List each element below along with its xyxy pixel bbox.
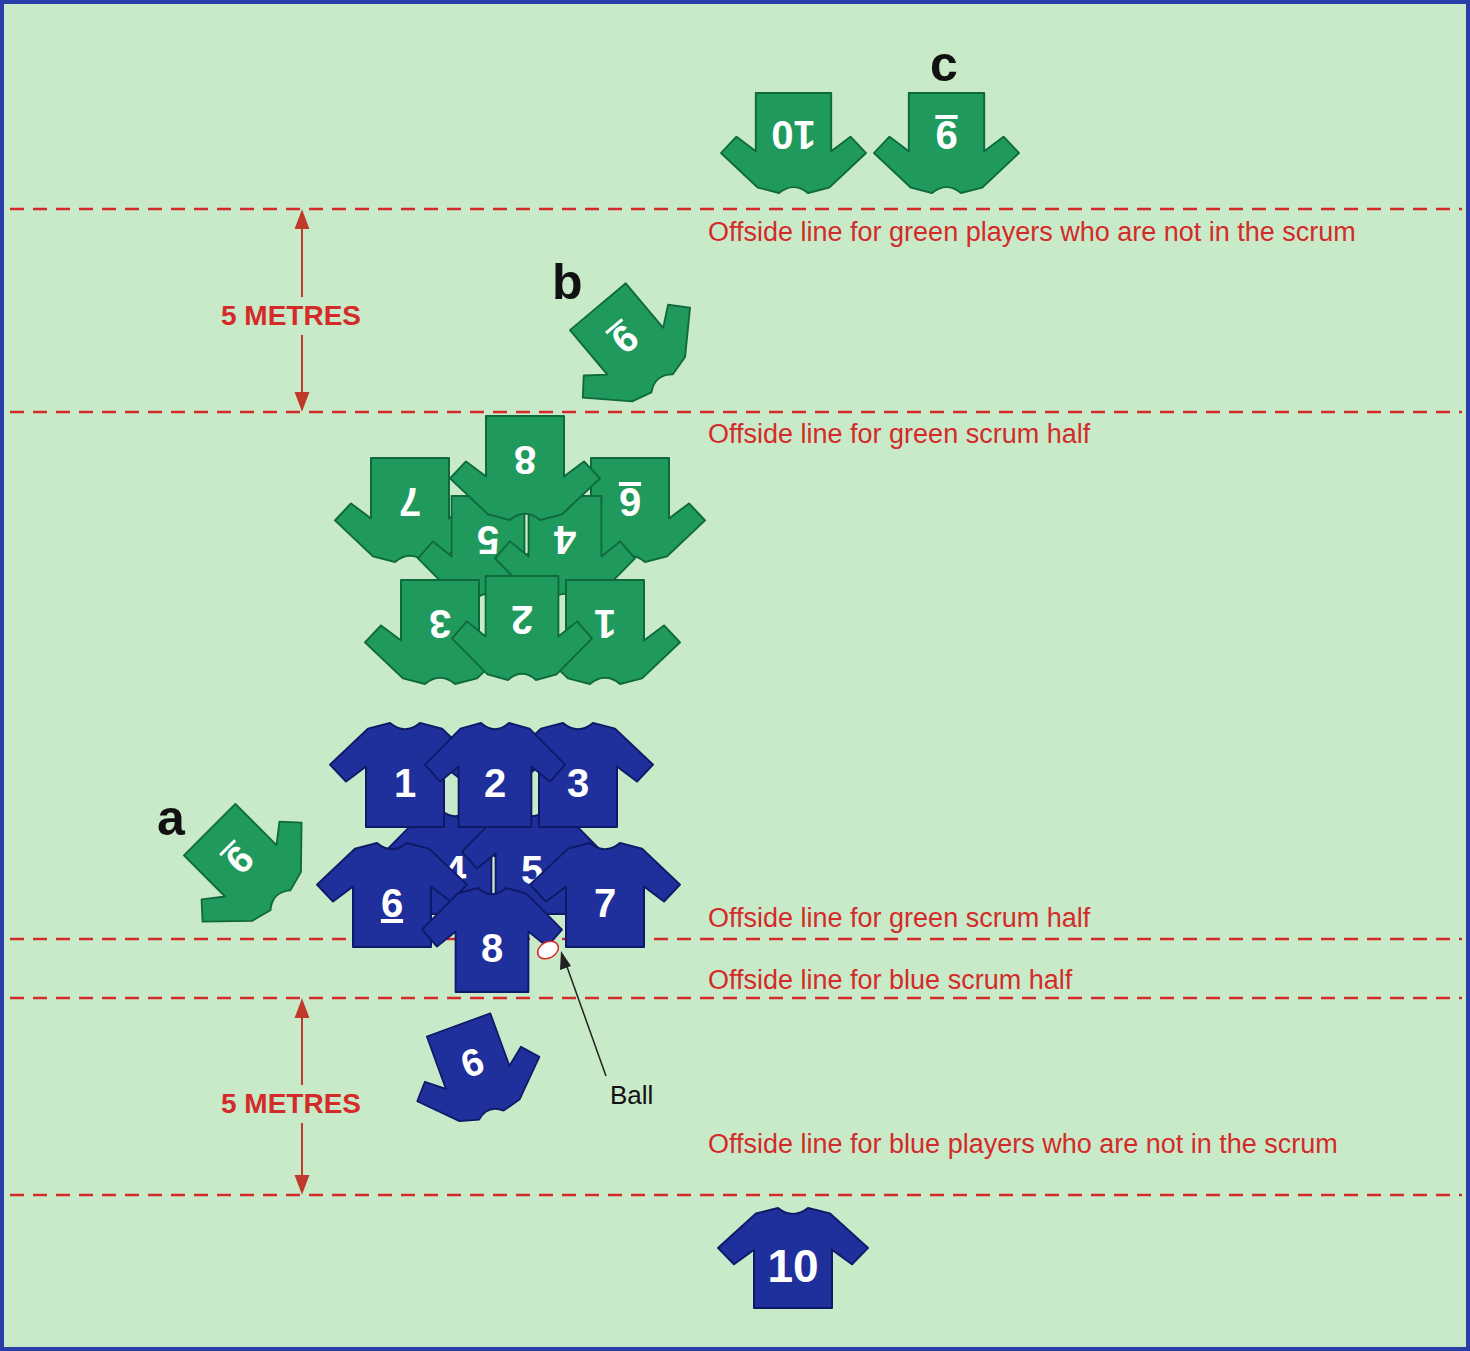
arrow-head xyxy=(296,1001,308,1017)
offside-label: Offside line for green scrum half xyxy=(708,902,1090,934)
offside-label: Ball xyxy=(610,1080,653,1111)
ball xyxy=(534,938,561,963)
shirt-number: 3 xyxy=(429,604,451,660)
shirt-outline xyxy=(721,93,866,193)
shirt-outline xyxy=(530,580,680,684)
shirt-outline xyxy=(874,93,1019,193)
dimension-label: 5 METRES xyxy=(218,1085,364,1123)
shirt-outline xyxy=(160,780,330,950)
shirt-number: 7 xyxy=(399,482,421,538)
player-shirt: 8 xyxy=(422,888,562,992)
shirt-outline xyxy=(503,723,653,827)
shirt-number: 8 xyxy=(514,440,536,496)
player-shirt: 10 xyxy=(721,93,866,193)
shirt-outline xyxy=(398,1003,553,1138)
shirt-outline xyxy=(718,1208,868,1308)
offside-label: Offside line for green scrum half xyxy=(708,418,1090,450)
shirt-number: 1 xyxy=(594,604,616,660)
shirt-number: 9 xyxy=(935,115,957,171)
shirt-number: 5 xyxy=(477,520,499,576)
shirt-outline xyxy=(422,888,562,992)
shirt-number: 4 xyxy=(554,520,576,576)
leader-line xyxy=(566,964,606,1076)
offside-label: Offside line for blue scrum half xyxy=(708,964,1072,996)
offside-line xyxy=(10,411,1462,414)
offside-label: Offside line for green players who are n… xyxy=(708,214,1358,252)
dimension-arrows xyxy=(296,212,308,1192)
player-shirt: 10 xyxy=(718,1208,868,1308)
player-shirt: 2 xyxy=(425,723,565,827)
player-shirt: 2 xyxy=(452,576,592,680)
shirt-number: 2 xyxy=(511,600,533,656)
offside-line xyxy=(10,208,1462,211)
shirt-number: 10 xyxy=(771,115,816,171)
position-letter: b xyxy=(552,252,583,312)
offside-line xyxy=(10,938,1462,941)
arrow-head xyxy=(296,212,308,228)
shirt-number: 6 xyxy=(619,482,641,538)
offside-label: Offside line for blue players who are no… xyxy=(708,1127,1358,1162)
offside-lines xyxy=(10,209,1462,1195)
arrow-head xyxy=(296,393,308,409)
shirt-number: 3 xyxy=(567,747,589,803)
player-shirt: 8 xyxy=(450,416,600,520)
shirt-number: 7 xyxy=(594,867,616,923)
shirt-number: 2 xyxy=(484,747,506,803)
player-shirt: 9 xyxy=(874,93,1019,193)
shirt-number: 6 xyxy=(381,867,403,923)
shirt-number: 8 xyxy=(481,912,503,968)
leader-arrow-head xyxy=(560,951,571,970)
shirt-number: 10 xyxy=(767,1227,818,1289)
offside-line xyxy=(10,1194,1462,1197)
dimension-label: 5 METRES xyxy=(218,297,364,335)
shirt-number: 1 xyxy=(394,747,416,803)
position-letter: c xyxy=(930,34,958,94)
offside-line xyxy=(10,997,1462,1000)
position-letter: a xyxy=(157,788,185,848)
arrow-head xyxy=(296,1176,308,1192)
